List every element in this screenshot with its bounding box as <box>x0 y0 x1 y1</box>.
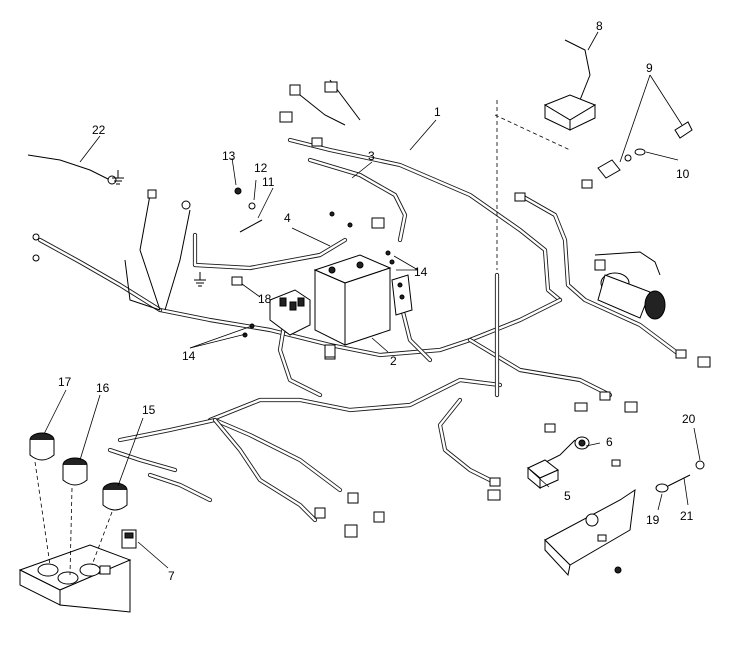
ground-symbols <box>112 170 206 287</box>
callout-17: 17 <box>58 375 72 389</box>
callout-labels: 1 2 3 4 5 6 7 8 9 10 11 12 13 14 14 15 1… <box>58 19 696 583</box>
connectors <box>32 81 711 538</box>
callout-5: 5 <box>564 489 571 503</box>
lower-right-bracket <box>544 488 636 577</box>
callout-7: 7 <box>168 569 175 583</box>
callout-1: 1 <box>434 105 441 119</box>
starter-motor <box>594 259 666 320</box>
callout-15: 15 <box>142 403 156 417</box>
nuts-washers <box>234 187 395 338</box>
callout-9: 9 <box>646 61 653 75</box>
terminal-block <box>391 274 413 316</box>
relay <box>527 459 559 490</box>
callout-21: 21 <box>680 509 694 523</box>
callout-18: 18 <box>258 292 272 306</box>
callout-12: 12 <box>254 161 268 175</box>
callout-22: 22 <box>92 123 106 137</box>
small-hardware <box>655 460 705 493</box>
callout-11: 11 <box>262 175 275 189</box>
callout-13: 13 <box>222 149 236 163</box>
callout-3: 3 <box>368 149 375 163</box>
callout-8: 8 <box>596 19 603 33</box>
mount-bracket <box>494 94 597 270</box>
callout-14-right: 14 <box>414 265 428 279</box>
callout-20: 20 <box>682 412 696 426</box>
callout-16: 16 <box>96 381 110 395</box>
dash-panel <box>18 544 132 613</box>
battery <box>313 254 392 360</box>
fuse-block <box>269 289 311 336</box>
callout-6: 6 <box>606 435 613 449</box>
callout-2: 2 <box>390 354 397 368</box>
toggle-switch <box>121 529 137 549</box>
callout-19: 19 <box>646 513 660 527</box>
fitting-parts <box>597 121 693 179</box>
callout-4: 4 <box>284 211 291 225</box>
callout-14-left: 14 <box>182 349 196 363</box>
main-wiring-harness <box>37 137 683 523</box>
callout-10: 10 <box>676 167 690 181</box>
gauges <box>29 432 128 576</box>
leader-lines <box>43 31 701 569</box>
push-switch <box>574 436 621 467</box>
